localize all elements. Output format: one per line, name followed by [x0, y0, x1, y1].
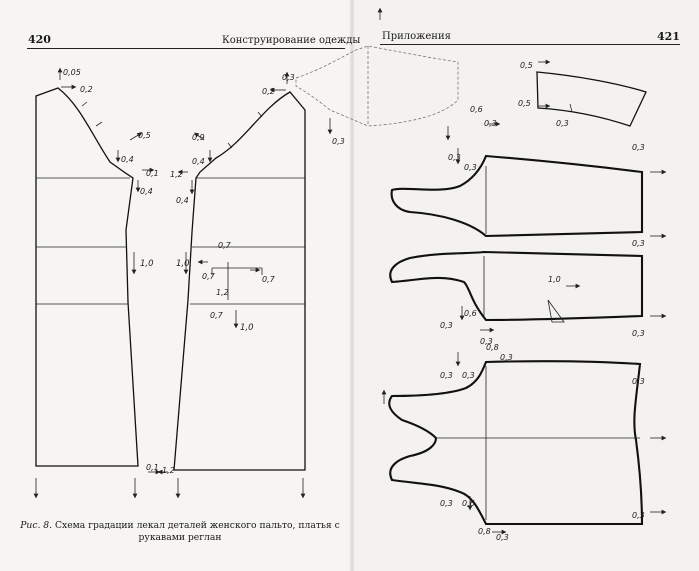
mark: 0,7 — [262, 275, 276, 284]
mark: 0,3 — [632, 239, 645, 248]
mark: 0,3 — [332, 137, 345, 146]
mark: 0,3 — [632, 329, 645, 338]
mark: 0,7 — [210, 311, 224, 320]
mark: 0,3 — [632, 143, 645, 152]
mark: 0,3 — [440, 321, 453, 330]
mark: 0,6 — [464, 309, 477, 318]
mark: 0,7 — [218, 241, 232, 250]
mark: 0,3 — [500, 353, 513, 362]
sleeve-piece-2 — [389, 250, 644, 323]
grading-labels-right: 0,5 0,5 0,3 0,6 0,3 0,3 0,3 0,3 0,3 1,0 … — [332, 61, 645, 542]
caption-text: Схема градации лекал деталей женского па… — [55, 520, 340, 543]
mark: 0,6 — [470, 105, 483, 114]
mark: 0,8 — [486, 343, 499, 352]
figure-caption: Рис. 8. Схема градации лекал деталей жен… — [20, 520, 340, 544]
mark: 0,5 — [518, 99, 531, 108]
right-running-title: Приложения — [382, 31, 451, 42]
mark: 1,2 — [170, 170, 183, 179]
mark: 0,4 — [192, 157, 205, 166]
mark: 1,0 — [176, 259, 190, 269]
mark: 0,4 — [140, 187, 153, 196]
mark: 1,2 — [216, 288, 229, 297]
sleeve-top-dashed — [295, 7, 501, 141]
mark: 0,3 — [448, 153, 461, 162]
mark: 1,0 — [240, 323, 254, 333]
grading-arrows-left — [33, 67, 306, 499]
caption-label: Рис. 8. — [20, 520, 53, 531]
left-header-rule — [27, 48, 345, 49]
mark: 0,3 — [440, 371, 453, 380]
grading-arrows-right — [381, 59, 667, 535]
left-page-number: 420 — [28, 33, 51, 46]
back-pattern-piece — [35, 87, 139, 467]
mark: 0,5 — [520, 61, 533, 70]
book-gutter — [349, 0, 355, 571]
mark: 0,1 — [146, 463, 159, 472]
mark: 0,7 — [202, 272, 216, 281]
mark: 0,3 — [632, 511, 645, 520]
mark: 1,2 — [162, 466, 175, 475]
pocket-marker — [211, 262, 263, 300]
mark: 0,3 — [282, 73, 295, 82]
mark: 0,9 — [192, 133, 205, 142]
right-header-rule — [380, 44, 680, 45]
mark: 0,3 — [632, 377, 645, 386]
mark: 0,3 — [464, 163, 477, 172]
sleeve-piece-1 — [390, 154, 644, 238]
grading-labels-left: 0,05 0,2 0,3 0,2 0,5 0,4 0,9 0,4 0,1 0,4… — [63, 68, 295, 475]
mark: 0,3 — [484, 119, 497, 128]
collar-pattern-piece — [536, 71, 647, 127]
mark: 0,4 — [121, 155, 134, 164]
front-pattern-piece — [173, 91, 306, 471]
mark: 0,3 — [462, 371, 475, 380]
mark: 0,1 — [146, 169, 159, 178]
right-page-number: 421 — [657, 30, 680, 43]
mark: 0,3 — [480, 337, 493, 346]
mark: 1,0 — [548, 275, 561, 284]
mark: 0,8 — [478, 527, 491, 536]
mark: 0,3 — [556, 119, 569, 128]
mark: 0,3 — [440, 499, 453, 508]
mark: 0,2 — [262, 87, 275, 96]
mark: 0,2 — [80, 85, 93, 94]
mark: 0,5 — [138, 131, 151, 140]
mark: 0,4 — [176, 196, 189, 205]
mark: 0,3 — [496, 533, 509, 542]
tick-marks-left — [81, 101, 263, 149]
left-running-title: Конструирование одежды — [222, 35, 361, 46]
mark: 1,0 — [140, 259, 154, 269]
mark: 0,6 — [462, 499, 475, 508]
mark: 0,05 — [63, 68, 81, 77]
sleeve-piece-3 — [388, 360, 644, 526]
